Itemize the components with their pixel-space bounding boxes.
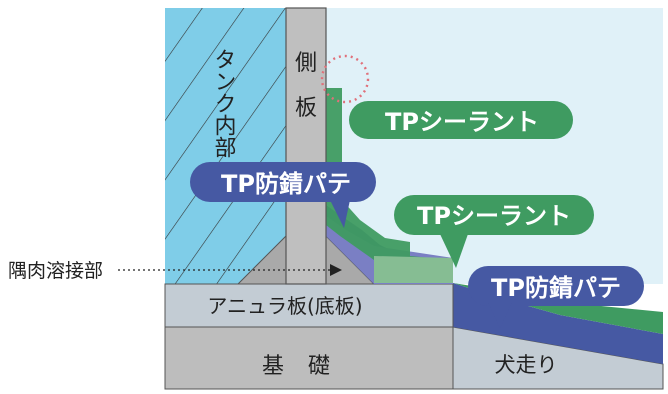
fillet-weld-arrow [330, 264, 342, 276]
foundation-label-2: 礎 [308, 354, 330, 379]
side-plate [285, 7, 327, 285]
callout-antirust-lower-text: TP防錆パテ [491, 274, 621, 302]
callout-sealant-upper-text: TPシーラント [385, 108, 539, 136]
callout-sealant-lower: TPシーラント [394, 195, 594, 268]
callout-sealant-upper: TPシーラント [349, 101, 573, 139]
callout-sealant-lower-text: TPシーラント [417, 202, 571, 230]
side-plate-label-1: 側 [295, 51, 317, 76]
foundation-label-1: 基 [262, 354, 284, 379]
berm-label: 犬走り [495, 353, 558, 377]
side-plate-label-2: 板 [295, 96, 317, 121]
sealant-green-side [326, 88, 453, 283]
fillet-weld-label: 隅肉溶接部 [8, 260, 103, 282]
inspection-circle [320, 54, 370, 104]
callout-antirust-upper-text: TP防錆パテ [221, 170, 351, 198]
annular-plate-label: アニュラ板(底板) [207, 294, 362, 318]
callout-antirust-upper: TP防錆パテ [190, 162, 376, 228]
callout-antirust-lower: TP防錆パテ [468, 266, 644, 328]
sealant-light-step [374, 256, 453, 283]
tank-interior-area [165, 8, 286, 284]
tank-interior-label: タンク内部 [211, 48, 236, 158]
